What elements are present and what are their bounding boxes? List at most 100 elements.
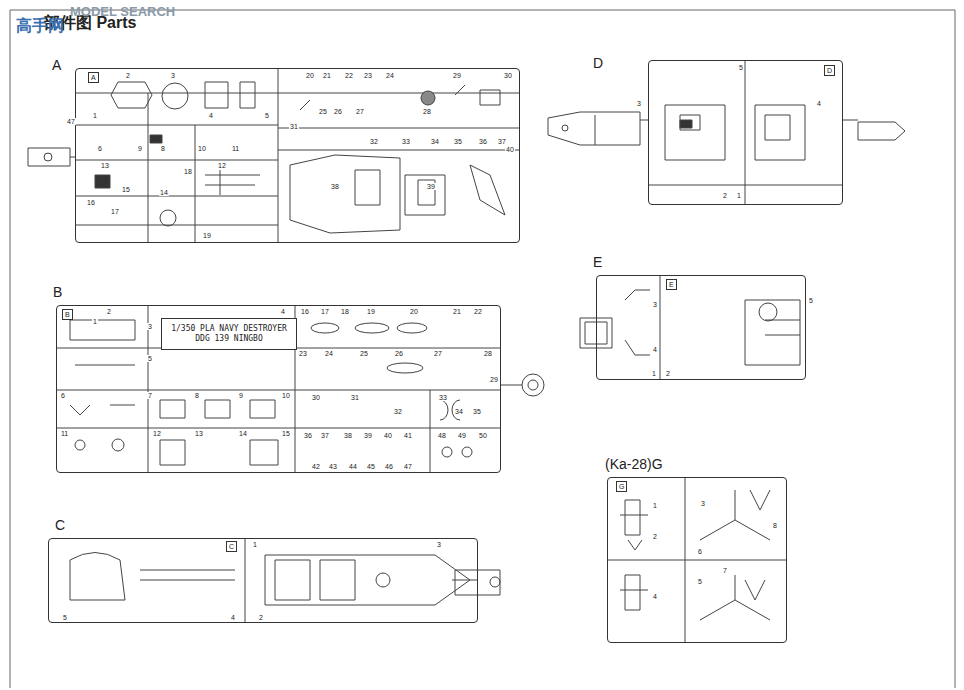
callout-number: 5: [147, 355, 153, 362]
callout-number: 3: [636, 100, 642, 107]
callout-number: 6: [697, 548, 703, 555]
callout-number: 47: [403, 463, 413, 470]
callout-number: 11: [60, 430, 69, 437]
sprue-letter: A: [52, 57, 61, 73]
callout-number: 36: [303, 432, 313, 439]
callout-number: 1: [92, 318, 98, 325]
callout-number: 35: [453, 138, 463, 145]
callout-number: 14: [238, 430, 248, 437]
callout-number: 47: [66, 118, 76, 125]
sprue-frame: C: [48, 538, 478, 623]
callout-number: 32: [369, 138, 379, 145]
callout-number: 33: [401, 138, 411, 145]
callout-number: 3: [170, 72, 176, 79]
callout-number: 21: [452, 308, 462, 315]
callout-number: 40: [383, 432, 393, 439]
callout-number: 3: [147, 323, 153, 330]
callout-number: 29: [452, 72, 462, 79]
callout-number: 1: [651, 370, 657, 377]
callout-number: 36: [478, 138, 488, 145]
callout-number: 19: [366, 308, 376, 315]
callout-number: 24: [324, 350, 334, 357]
callout-number: 8: [772, 522, 778, 529]
callout-number: 50: [478, 432, 488, 439]
callout-number: 26: [333, 108, 343, 115]
callout-number: 37: [497, 138, 507, 145]
sprue-tab: C: [226, 541, 237, 552]
sprue-letter: B: [53, 284, 62, 300]
callout-number: 7: [147, 392, 153, 399]
callout-number: 2: [258, 614, 264, 621]
callout-number: 4: [230, 614, 236, 621]
callout-number: 26: [394, 350, 404, 357]
callout-number: 22: [344, 72, 354, 79]
callout-number: 6: [97, 145, 103, 152]
callout-number: 4: [280, 308, 286, 315]
callout-number: 46: [384, 463, 394, 470]
callout-number: 25: [359, 350, 369, 357]
callout-number: 2: [652, 533, 658, 540]
callout-number: 2: [106, 308, 112, 315]
callout-number: 18: [183, 168, 193, 175]
sprue-tab: E: [666, 279, 677, 290]
callout-number: 5: [738, 64, 744, 71]
callout-number: 9: [238, 392, 244, 399]
callout-number: 30: [311, 394, 321, 401]
callout-number: 4: [208, 112, 214, 119]
callout-number: 14: [159, 189, 169, 196]
callout-number: 2: [722, 192, 728, 199]
callout-number: 21: [322, 72, 332, 79]
name-plate: 1/350 PLA NAVY DESTROYERDDG 139 NINGBO: [161, 318, 297, 350]
callout-number: 30: [503, 72, 513, 79]
callout-number: 16: [86, 199, 96, 206]
callout-number: 8: [160, 145, 166, 152]
callout-number: 23: [363, 72, 373, 79]
callout-number: 41: [403, 432, 413, 439]
callout-number: 3: [436, 541, 442, 548]
callout-number: 9: [137, 145, 143, 152]
sprue-frame: (Ka-28)G: [607, 477, 787, 643]
callout-number: 5: [62, 614, 68, 621]
watermark: 高手网: [16, 16, 64, 37]
sprue-frame: B 1/350 PLA NAVY DESTROYERDDG 139 NINGBO: [56, 305, 501, 473]
callout-number: 1: [252, 541, 258, 548]
callout-number: 20: [409, 308, 419, 315]
callout-number: 1: [652, 502, 658, 509]
callout-number: 7: [722, 567, 728, 574]
sprue-frame: E: [596, 275, 806, 380]
callout-number: 18: [340, 308, 350, 315]
callout-number: 5: [808, 297, 814, 304]
callout-number: 10: [281, 392, 291, 399]
watermark: MODEL SEARCH: [70, 4, 175, 19]
callout-number: 15: [121, 186, 131, 193]
callout-number: 2: [665, 370, 671, 377]
callout-number: 4: [652, 346, 658, 353]
callout-number: 22: [473, 308, 483, 315]
callout-number: 42: [311, 463, 321, 470]
callout-number: 31: [350, 394, 360, 401]
callout-number: 48: [437, 432, 447, 439]
callout-number: 39: [426, 183, 436, 190]
callout-number: 31: [289, 123, 299, 130]
callout-number: 23: [298, 350, 308, 357]
callout-number: 1: [92, 112, 98, 119]
callout-number: 4: [652, 593, 658, 600]
sprue-tab: B: [62, 309, 73, 320]
sprue-tab: A: [88, 72, 99, 83]
callout-number: 27: [355, 108, 365, 115]
sprue-letter: D: [593, 55, 603, 71]
callout-number: 29: [489, 376, 499, 383]
sprue-tab: G: [616, 481, 627, 492]
callout-number: 34: [430, 138, 440, 145]
sprue-frame: A: [75, 68, 520, 243]
callout-number: 27: [433, 350, 443, 357]
callout-number: 2: [125, 72, 131, 79]
callout-number: 25: [318, 108, 328, 115]
callout-number: 20: [305, 72, 315, 79]
callout-number: 11: [231, 145, 240, 152]
callout-number: 4: [816, 100, 822, 107]
callout-number: 33: [438, 394, 448, 401]
callout-number: 37: [320, 432, 330, 439]
callout-number: 38: [330, 183, 340, 190]
callout-number: 28: [422, 108, 432, 115]
